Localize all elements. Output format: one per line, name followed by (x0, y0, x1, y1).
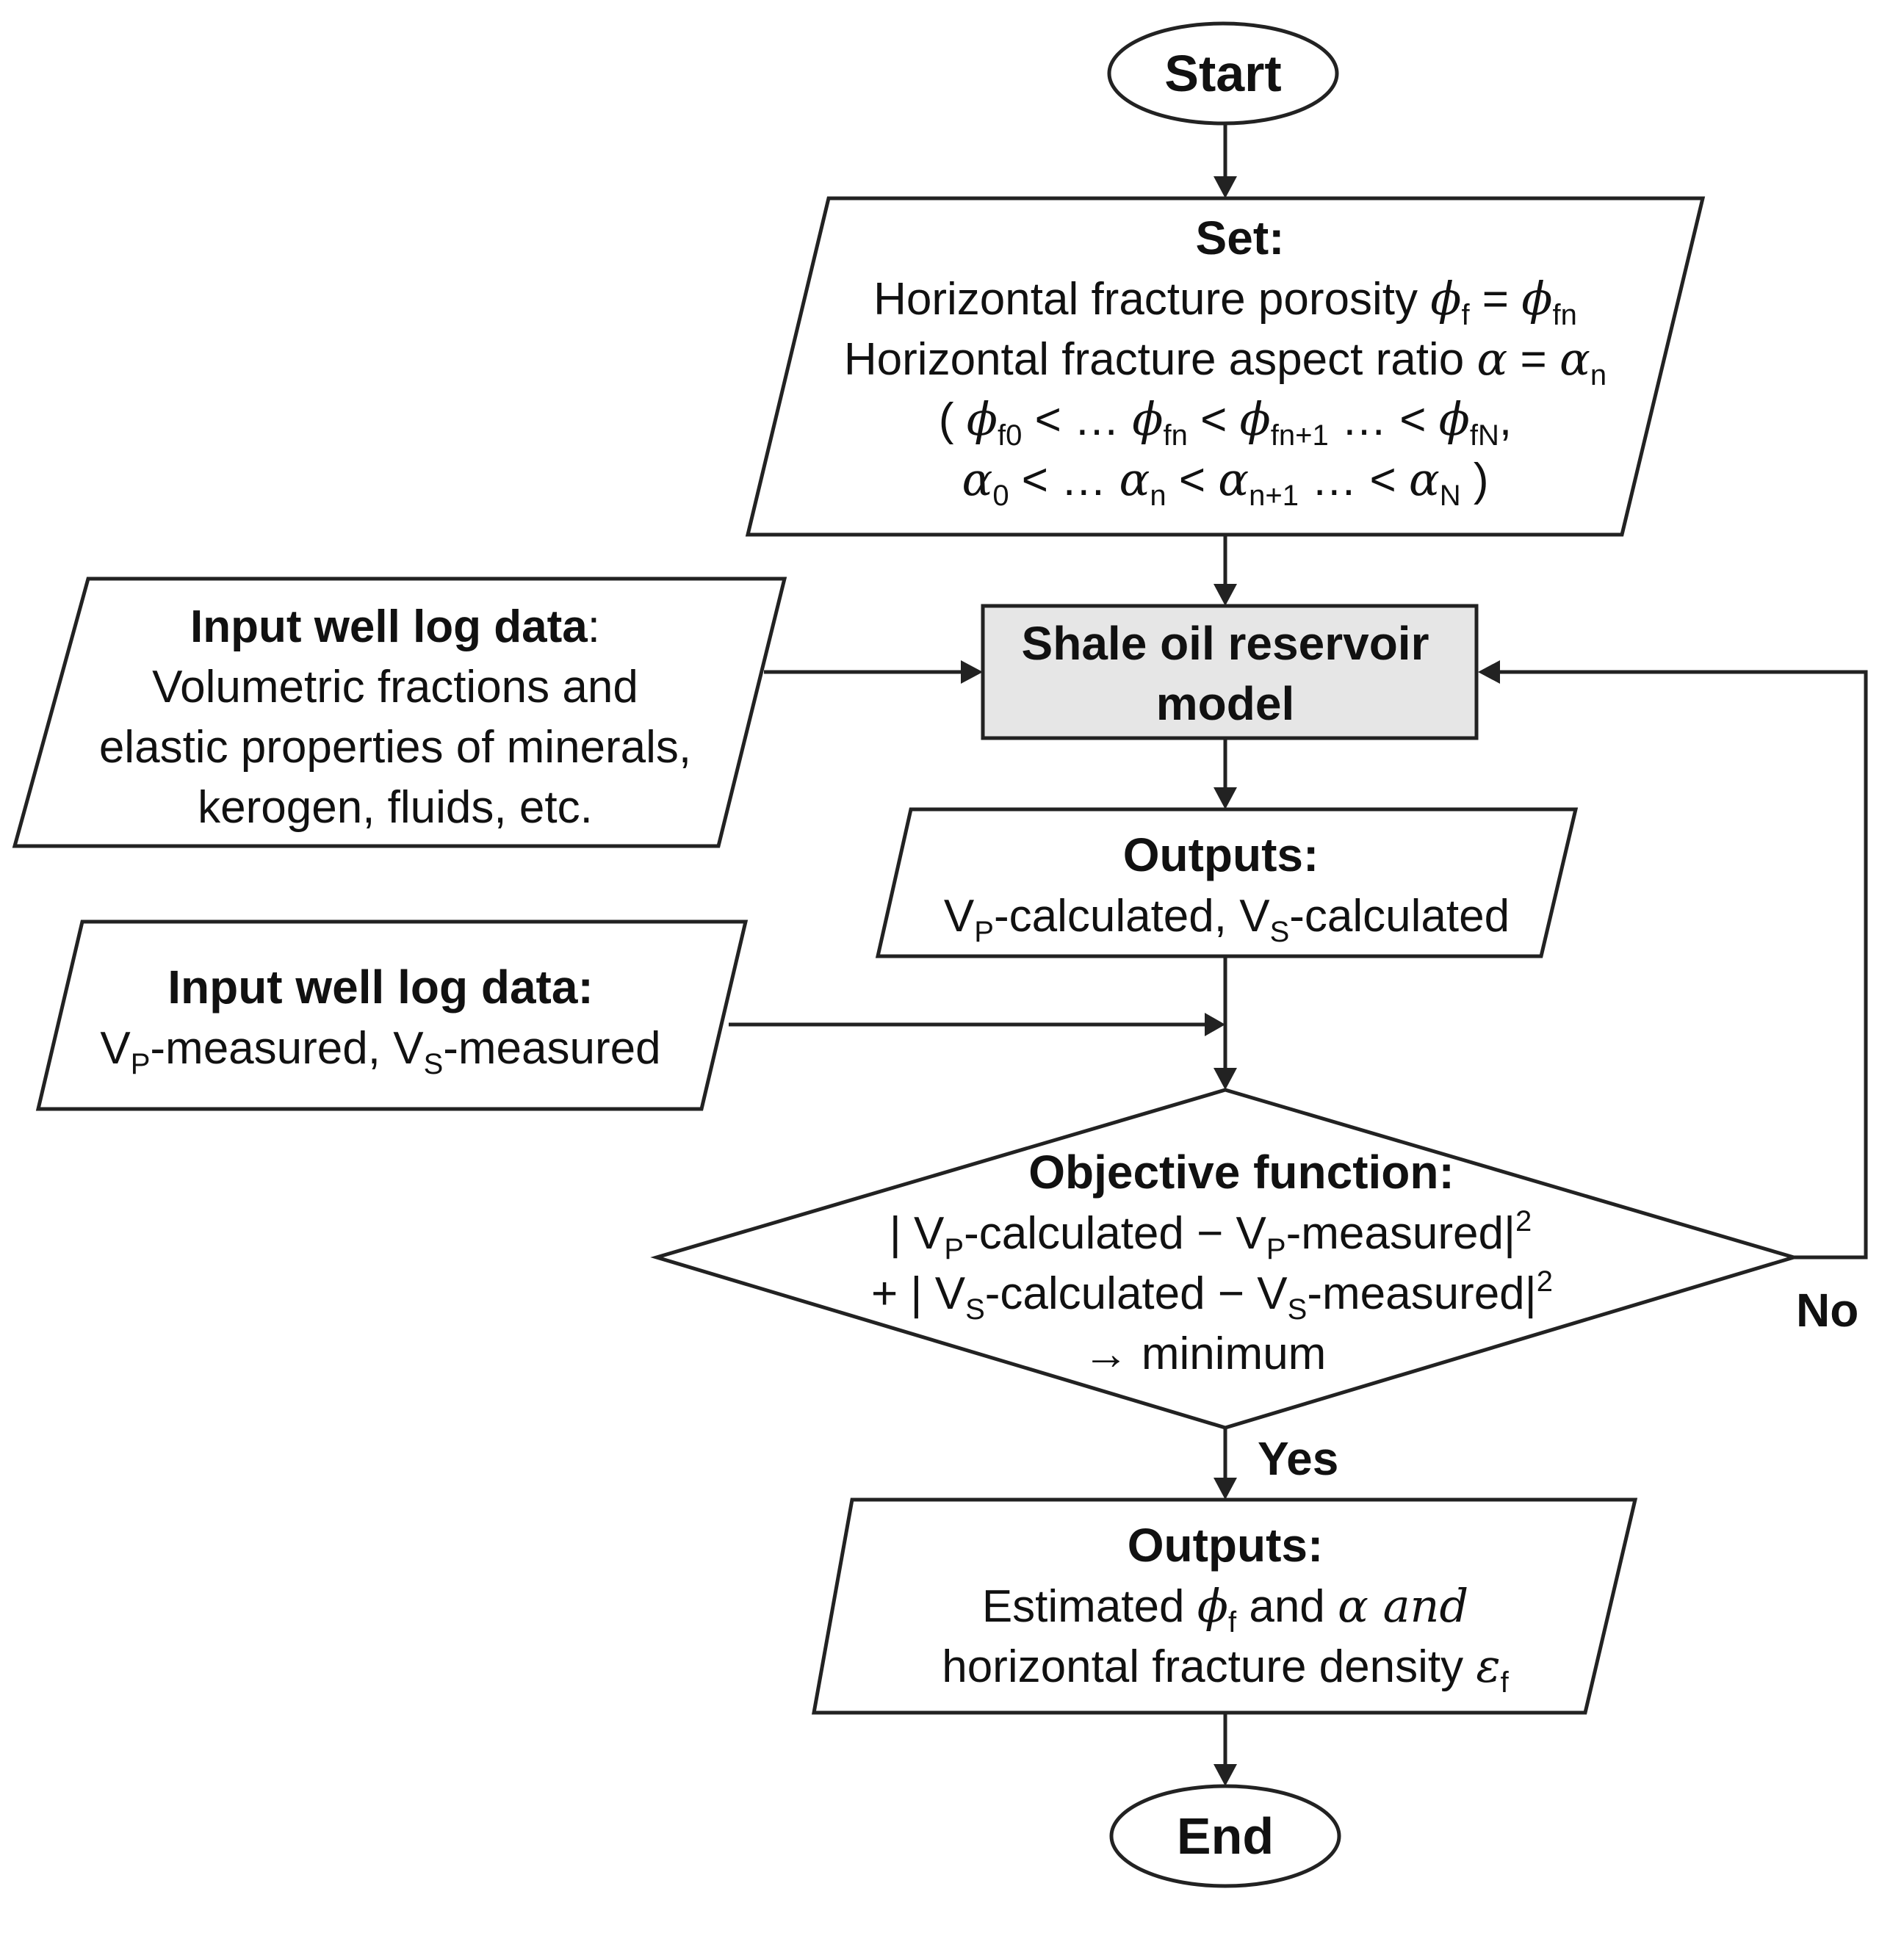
outputs2-parallelogram (812, 1497, 1638, 1715)
connectors (729, 125, 1868, 1786)
input1-line-2: elastic properties of minerals, (99, 722, 691, 773)
end-node: End (1109, 1784, 1341, 1888)
end-label: End (1177, 1807, 1274, 1865)
input1-line-3: kerogen, fluids, etc. (198, 782, 593, 833)
outputs1-parallelogram (875, 807, 1579, 958)
set-line-3: ( ϕf0 < … ϕfn < ϕfn+1 … < ϕfN, (939, 392, 1512, 452)
set-line-2: Horizontal fracture aspect ratio α = αn (844, 332, 1606, 391)
outputs2-line-1: Estimated ϕf and α and (982, 1579, 1468, 1638)
arrowhead-outputs1-to-decision (1214, 1068, 1237, 1090)
input2-title: Input well log data: (167, 961, 594, 1014)
outputs2-line-2: horizontal fracture density εf (942, 1639, 1509, 1699)
set-title: Set: (1196, 212, 1285, 264)
objective-decision: Objective function: | VP-calculated − VP… (650, 1088, 1800, 1430)
arrowhead-input2-to-mainline (1205, 1013, 1225, 1036)
objective-title: Objective function: (1028, 1146, 1454, 1199)
model-rect (981, 604, 1479, 740)
label-yes: Yes (1258, 1432, 1338, 1485)
arrowhead-model-to-outputs1 (1214, 787, 1237, 809)
input1-title: Input well log data: (190, 601, 600, 652)
end-ellipse (1109, 1784, 1341, 1888)
arrowhead-input1-to-model (961, 660, 983, 684)
arrowhead-start-to-set (1214, 176, 1237, 198)
arrowhead-decision-to-outputs2 (1214, 1478, 1237, 1500)
input2-line: VP-measured, VS-measured (100, 1023, 660, 1080)
set-line-1: Horizontal fracture porosity ϕf = ϕfn (873, 272, 1577, 331)
label-no: No (1796, 1284, 1858, 1337)
input1-parallelogram (12, 577, 787, 848)
input2-parallelogram (35, 919, 749, 1111)
set-box: Set: Horizontal fracture porosity ϕf = ϕ… (745, 196, 1706, 537)
arrowhead-no-loop (1478, 660, 1500, 684)
outputs-box-2: Outputs: Estimated ϕf and α and horizont… (812, 1497, 1638, 1715)
decision-diamond (650, 1088, 1800, 1430)
arrowhead-set-to-model (1214, 584, 1237, 606)
input1-line-1: Volumetric fractions and (152, 662, 638, 712)
objective-line-1: | VP-calculated − VP-measured|2 (890, 1205, 1532, 1265)
model-box: Shale oil reservoir model (981, 604, 1479, 740)
objective-line-2: + | VS-calculated − VS-measured|2 (871, 1265, 1553, 1326)
start-ellipse (1107, 21, 1339, 126)
input-box-2: Input well log data: VP-measured, VS-mea… (35, 919, 749, 1111)
objective-line-3: → minimum (1083, 1329, 1327, 1379)
outputs-box-1: Outputs: VP-calculated, VS-calculated (875, 807, 1579, 958)
set-line-1-text: Horizontal fracture porosity (873, 274, 1430, 325)
outputs1-title: Outputs: (1123, 828, 1319, 881)
model-line-1: Shale oil reservoir (1022, 617, 1429, 670)
start-label: Start (1164, 45, 1281, 102)
arrow-no-loop (1493, 670, 1868, 1260)
set-parallelogram (745, 196, 1706, 537)
set-line-4: α0 < … αn < αn+1 … < αN ) (962, 452, 1488, 512)
outputs2-title: Outputs: (1128, 1519, 1324, 1572)
arrowhead-outputs2-to-end (1214, 1764, 1237, 1786)
input-box-1: Input well log data: Volumetric fraction… (12, 577, 787, 848)
start-node: Start (1107, 21, 1339, 126)
outputs1-line: VP-calculated, VS-calculated (944, 891, 1510, 948)
model-line-2: model (1156, 677, 1294, 730)
